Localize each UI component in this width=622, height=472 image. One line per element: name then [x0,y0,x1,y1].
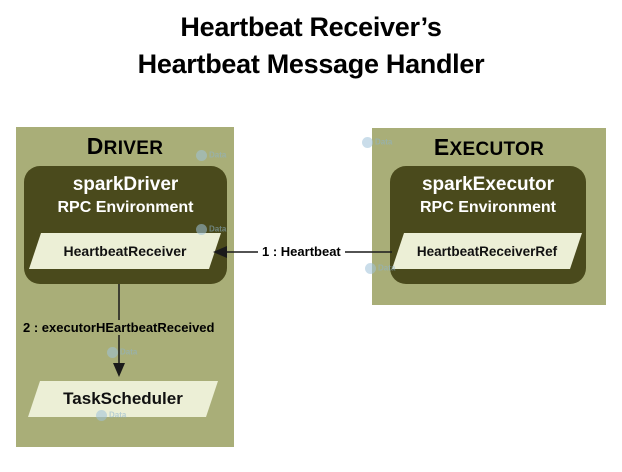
watermark-logo: Data [362,137,392,148]
executor-title-initial: E [433,134,450,160]
watermark-logo: Data [196,150,226,161]
received-edge-label: 2 : executorHEartbeatReceived [21,320,217,335]
heartbeat-receiver-ref-node: HeartbeatReceiverRef [392,233,582,269]
watermark-logo: Data [196,224,226,235]
driver-env-subtitle: RPC Environment [57,199,194,216]
executor-env-name: sparkExecutor [421,174,554,195]
driver-env-name: sparkDriver [72,174,179,195]
driver-title-rest: RIVER [103,138,164,159]
watermark-logo: Data [365,263,395,274]
heartbeat-edge-label: 1 : Heartbeat [258,244,345,259]
task-scheduler-label: TaskScheduler [63,389,183,408]
watermark-text: Data [209,150,227,160]
driver-title-initial: D [86,133,104,159]
heartbeat-receiver-ref-label: HeartbeatReceiverRef [416,243,558,259]
watermark-dot-icon [365,263,376,274]
task-scheduler-node: TaskScheduler [28,381,218,417]
watermark-text: Data [120,347,138,357]
watermark-text: Data [209,224,227,234]
watermark-dot-icon [196,150,207,161]
received-arrowhead [113,363,125,377]
executor-title-rest: XECUTOR [449,139,545,160]
watermark-text: Data [109,410,127,420]
executor-panel-title: EXECUTOR [372,134,606,161]
watermark-dot-icon [107,347,118,358]
diagram-title-line1: Heartbeat Receiver’s [180,12,442,42]
watermark-dot-icon [96,410,107,421]
watermark-logo: Data [96,410,126,421]
watermark-text: Data [375,137,393,147]
executor-env-subtitle: RPC Environment [419,199,556,216]
watermark-dot-icon [362,137,373,148]
driver-panel-title: DRIVER [16,133,234,160]
diagram-title-line2: Heartbeat Message Handler [137,49,485,79]
watermark-logo: Data [107,347,137,358]
heartbeat-receiver-label: HeartbeatReceiver [63,243,187,259]
watermark-text: Data [378,263,396,273]
heartbeat-receiver-node: HeartbeatReceiver [29,233,221,269]
watermark-dot-icon [196,224,207,235]
heartbeat-arrowhead [213,246,227,258]
